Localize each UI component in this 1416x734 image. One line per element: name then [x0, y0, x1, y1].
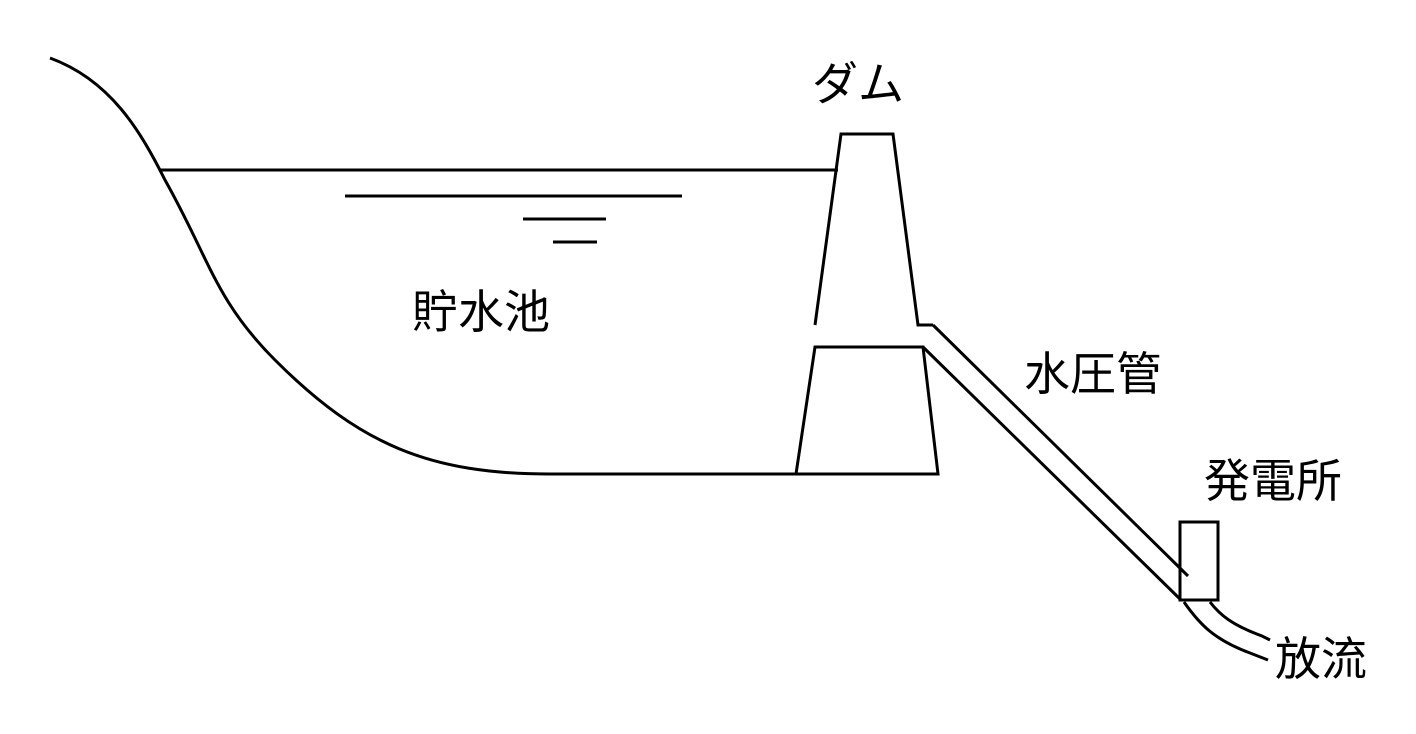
discharge-wall-outer	[1182, 601, 1269, 662]
water-level-symbol	[345, 194, 682, 244]
penstock-wall-upper	[931, 323, 1190, 578]
penstock-pipe	[921, 323, 1190, 602]
power-station-box	[1178, 520, 1220, 602]
discharge-label: 放流	[1275, 632, 1367, 686]
discharge-wall-inner	[1208, 601, 1271, 642]
power-station-label: 発電所	[1204, 454, 1342, 508]
discharge-outlet	[1182, 601, 1271, 662]
penstock-label: 水圧管	[1024, 347, 1162, 401]
dam-upper-section	[813, 132, 933, 327]
reservoir-basin	[49, 56, 797, 476]
penstock-wall-lower	[921, 345, 1183, 602]
reservoir-label: 貯水池	[412, 285, 550, 339]
dam-lower-section	[794, 345, 940, 476]
dam-label: ダム	[812, 57, 904, 111]
